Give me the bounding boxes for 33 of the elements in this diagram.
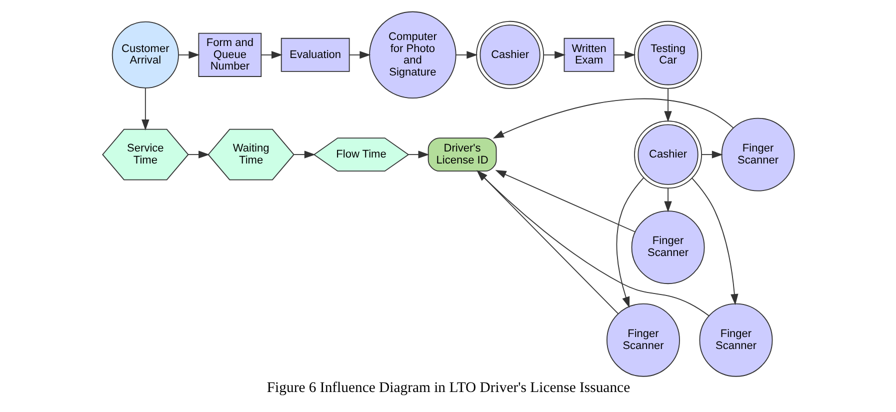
arrow [178, 51, 200, 59]
node-circle: Finger Scanner [606, 303, 680, 377]
arrow [293, 150, 315, 158]
node-circle: Finger Scanner [630, 210, 704, 284]
arrow [616, 177, 644, 308]
arrow [613, 51, 636, 59]
arrow [141, 88, 149, 131]
node-circle: Finger Scanner [720, 118, 794, 192]
arrow [494, 170, 636, 232]
arrow [348, 51, 370, 59]
arrow [187, 150, 210, 158]
arrow [664, 88, 672, 122]
node-box: Form and Queue Number [198, 32, 262, 77]
node-circle: Testing Car [634, 20, 702, 89]
arrow [542, 51, 566, 59]
arrow [260, 51, 282, 59]
node-circle: Cashier [476, 20, 544, 89]
node-box: Written Exam [563, 38, 614, 72]
arrow [690, 178, 738, 306]
node-circle: Customer Arrival [111, 21, 178, 88]
arrow [700, 150, 722, 158]
arrow [664, 188, 672, 212]
node-circle: Computer for Photo and Signature [368, 11, 456, 99]
arrow [492, 98, 734, 138]
node-circle: Cashier [634, 120, 702, 189]
node-circle: Finger Scanner [698, 303, 772, 377]
node-box: Evaluation [280, 38, 350, 72]
caption: Figure 6 Influence Diagram in LTO Driver's License Issuance [266, 380, 630, 396]
arrow [455, 51, 478, 59]
node-box: Driver's License ID [427, 138, 496, 172]
arrow [476, 170, 618, 314]
arrow [476, 170, 709, 316]
arrow [408, 150, 429, 158]
